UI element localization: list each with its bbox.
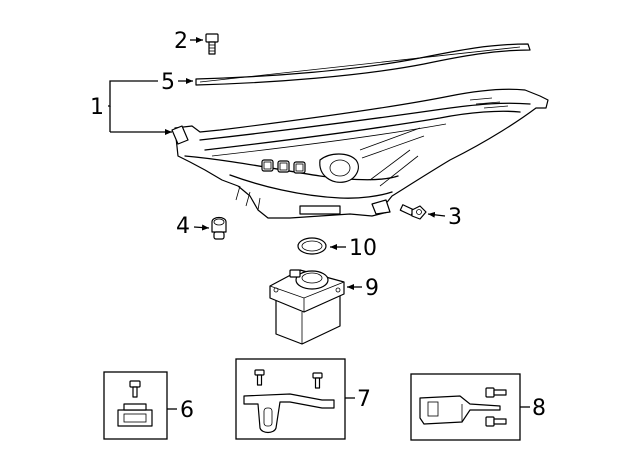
- part-8-bracket: [419, 395, 501, 425]
- part-8-bolts: [485, 387, 507, 427]
- part-6-clip: [117, 403, 153, 427]
- part-4-nut: [211, 216, 227, 240]
- part-1-headlamp: [171, 88, 549, 219]
- callout-6-label: 6: [180, 398, 194, 423]
- part-7-bolts: [254, 369, 323, 389]
- callout-1: 1: [90, 80, 172, 135]
- callout-5: 5: [161, 70, 193, 95]
- part-2-bolt: [205, 33, 219, 55]
- callout-1-label: 1: [90, 95, 104, 120]
- callout-1-bracket-top: [108, 80, 158, 107]
- part-7-bracket: [243, 393, 335, 434]
- callout-8-label: 8: [532, 396, 546, 421]
- part-3-screw: [399, 204, 427, 220]
- callout-2-label: 2: [174, 29, 188, 54]
- callout-3-label: 3: [448, 205, 462, 230]
- part-5-seal: [195, 43, 531, 86]
- box-8: 8: [410, 373, 546, 441]
- callout-2: 2: [174, 29, 203, 54]
- callout-3-leader: [427, 211, 446, 218]
- callout-7-label: 7: [357, 387, 371, 412]
- box-7: 7: [235, 358, 371, 440]
- part-10-oring: [297, 237, 327, 255]
- part-6-bolt: [129, 380, 141, 398]
- callout-4-label: 4: [176, 214, 190, 239]
- callout-10: 10: [330, 236, 377, 261]
- callout-5-label: 5: [161, 70, 175, 95]
- callout-3: 3: [427, 205, 462, 230]
- callout-9: 9: [347, 276, 379, 301]
- callout-10-label: 10: [349, 236, 377, 261]
- part-9-module: [269, 269, 345, 345]
- callout-9-label: 9: [365, 276, 379, 301]
- callout-4-leader: [193, 224, 210, 231]
- box-6: 6: [103, 371, 194, 440]
- callout-4: 4: [176, 214, 210, 239]
